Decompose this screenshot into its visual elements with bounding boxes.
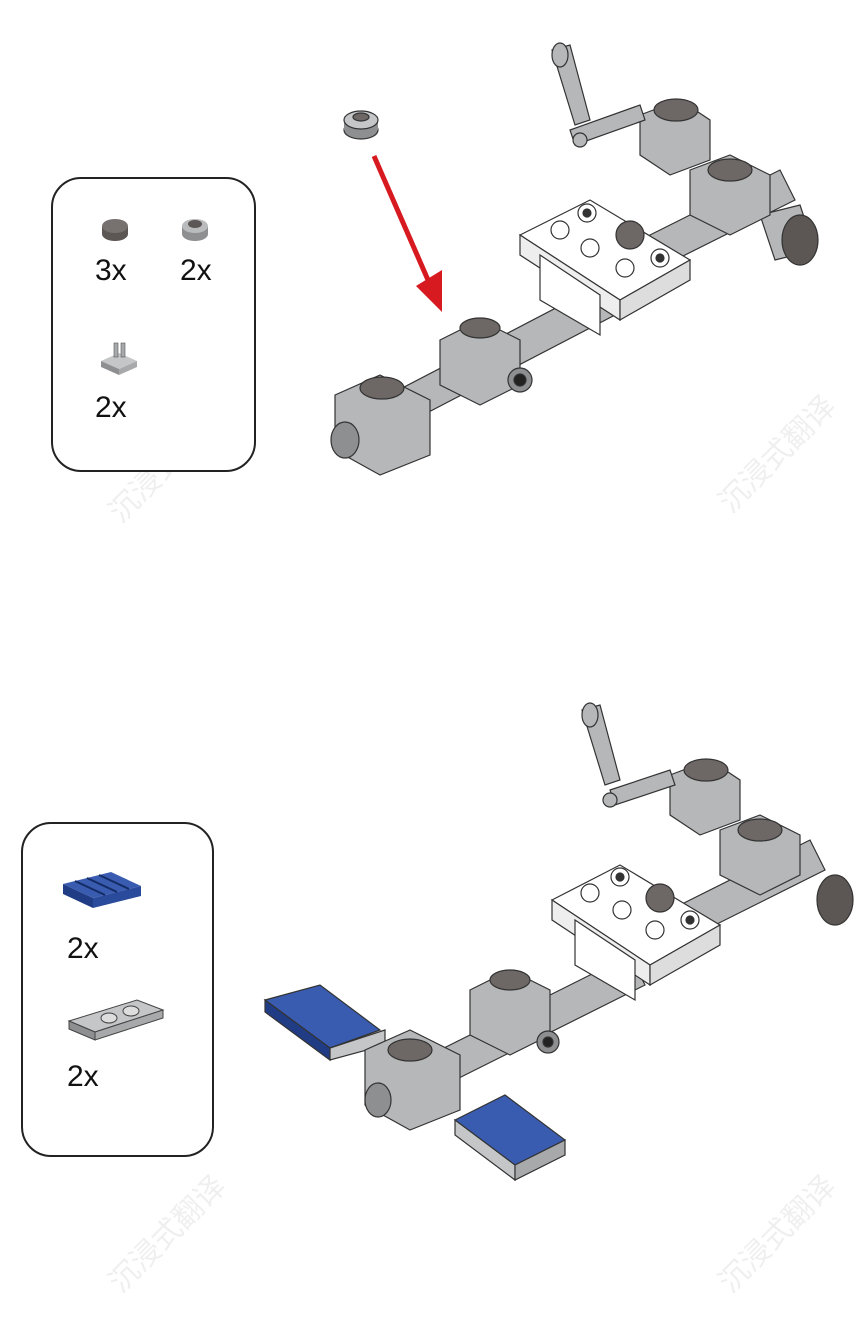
cross-block — [439, 317, 533, 406]
new-part-round-plate — [343, 110, 379, 140]
part-quantity: 2x — [67, 1060, 99, 1093]
round-plate-stud-icon — [182, 219, 208, 241]
plate-with-clip-icon — [101, 342, 137, 375]
part-quantity: 3x — [95, 254, 127, 287]
blue-tile-left — [263, 984, 386, 1062]
round-tile-icon — [102, 219, 128, 241]
blue-tile-right — [453, 1094, 567, 1182]
placement-arrow-icon — [371, 155, 442, 312]
grille-tile-icon — [63, 872, 141, 908]
step-1-model — [330, 42, 819, 476]
parts-list-step-2: 2x 2x — [21, 822, 214, 1157]
upper-block — [551, 42, 771, 236]
part-quantity: 2x — [95, 391, 127, 424]
parts-list-step-1: 3x 2x 2x — [51, 177, 256, 472]
part-quantity: 2x — [67, 932, 99, 965]
end-block — [330, 374, 431, 476]
hinge-plate-icon — [67, 999, 165, 1041]
part-quantity: 2x — [180, 254, 212, 287]
